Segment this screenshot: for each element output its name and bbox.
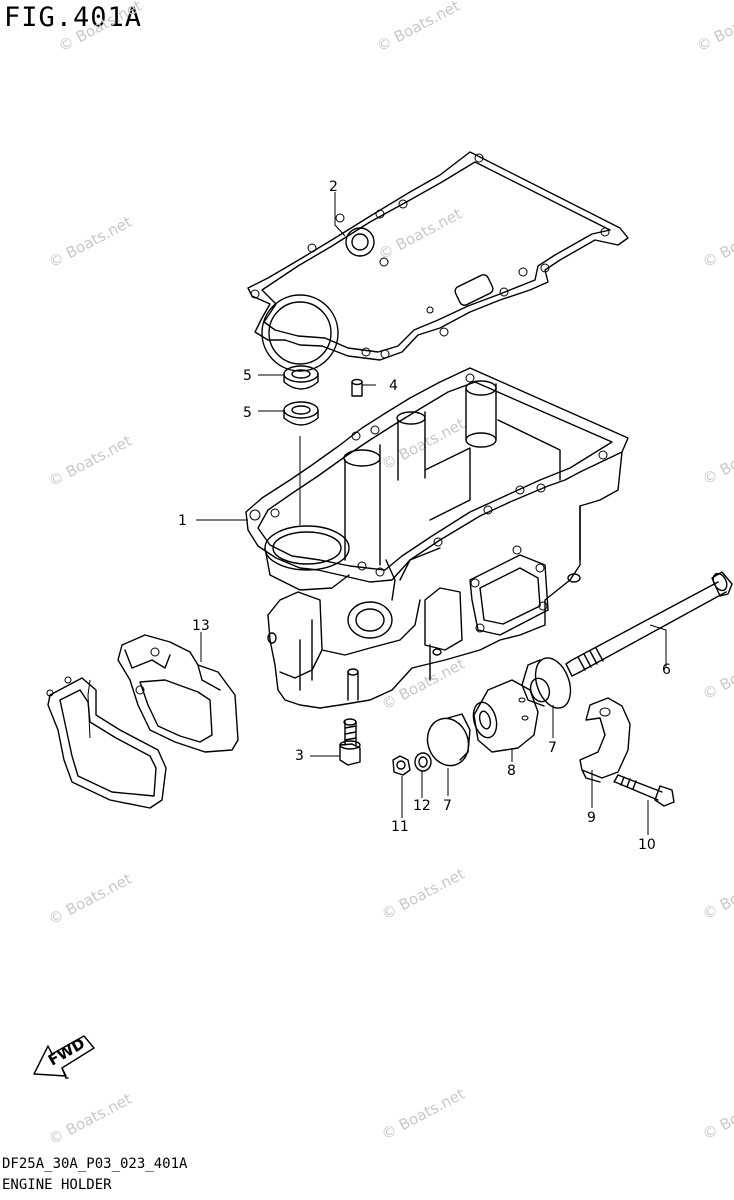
nut-part-11 bbox=[392, 755, 411, 776]
callout-11: 11 bbox=[391, 819, 409, 835]
callout-7-right: 7 bbox=[548, 740, 557, 756]
callout-7-left: 7 bbox=[443, 798, 452, 814]
watermark: © Boats.net bbox=[693, 0, 734, 56]
watermark: © Boats.net bbox=[699, 645, 734, 704]
clamp-part-9 bbox=[579, 697, 631, 783]
watermark: © Boats.net bbox=[55, 0, 144, 56]
callout-8: 8 bbox=[507, 763, 516, 779]
watermark: © Boats.net bbox=[699, 430, 734, 489]
callout-10: 10 bbox=[638, 837, 656, 853]
watermark: © Boats.net bbox=[699, 213, 734, 272]
watermark: © Boats.net bbox=[45, 1090, 134, 1149]
bracket-part-13 bbox=[117, 634, 239, 753]
watermark: © Boats.net bbox=[45, 432, 134, 491]
rubber-mount-part-8 bbox=[472, 679, 539, 753]
long-bolt-part-6 bbox=[565, 571, 733, 677]
watermark: © Boats.net bbox=[378, 415, 467, 474]
watermark: © Boats.net bbox=[45, 870, 134, 929]
pin-part-4 bbox=[351, 378, 363, 397]
gasket-part-2 bbox=[247, 151, 629, 372]
seal-outline bbox=[46, 676, 167, 809]
leader-lines bbox=[87, 192, 667, 835]
callout-6: 6 bbox=[662, 662, 671, 678]
watermark: © Boats.net bbox=[373, 0, 462, 56]
watermark: © Boats.net bbox=[378, 865, 467, 924]
washer-part-12 bbox=[414, 752, 432, 772]
callout-2: 2 bbox=[329, 179, 338, 195]
callout-5-upper: 5 bbox=[243, 368, 252, 384]
watermark: © Boats.net bbox=[378, 1085, 467, 1144]
watermarks: © Boats.net © Boats.net © Boats.net © Bo… bbox=[45, 0, 734, 1149]
watermark: © Boats.net bbox=[699, 1085, 734, 1144]
callout-1: 1 bbox=[178, 513, 187, 529]
engine-holder-part-1 bbox=[245, 367, 629, 709]
callout-4: 4 bbox=[389, 378, 398, 394]
fwd-arrow: FWD bbox=[33, 1034, 95, 1079]
callout-9: 9 bbox=[587, 810, 596, 826]
callouts: 2 5 4 5 1 13 6 7 3 8 12 7 9 11 10 bbox=[178, 179, 671, 853]
callout-5-lower: 5 bbox=[243, 405, 252, 421]
bolt-part-3 bbox=[339, 718, 361, 766]
assembly-name: ENGINE HOLDER bbox=[2, 1177, 112, 1193]
watermark: © Boats.net bbox=[378, 655, 467, 714]
watermark: © Boats.net bbox=[375, 205, 464, 264]
drawing-code: DF25A_30A_P03_023_401A bbox=[2, 1156, 188, 1172]
figure-title: FIG.401A bbox=[4, 2, 143, 33]
watermark: © Boats.net bbox=[699, 865, 734, 924]
callout-13: 13 bbox=[192, 618, 210, 634]
bushing-part-7-left bbox=[426, 713, 471, 767]
seal-part-5-upper bbox=[283, 365, 319, 390]
watermark: © Boats.net bbox=[45, 213, 134, 272]
callout-12: 12 bbox=[413, 798, 431, 814]
callout-3: 3 bbox=[295, 748, 304, 764]
bolt-part-10 bbox=[613, 774, 675, 807]
seal-part-5-lower bbox=[283, 401, 319, 426]
